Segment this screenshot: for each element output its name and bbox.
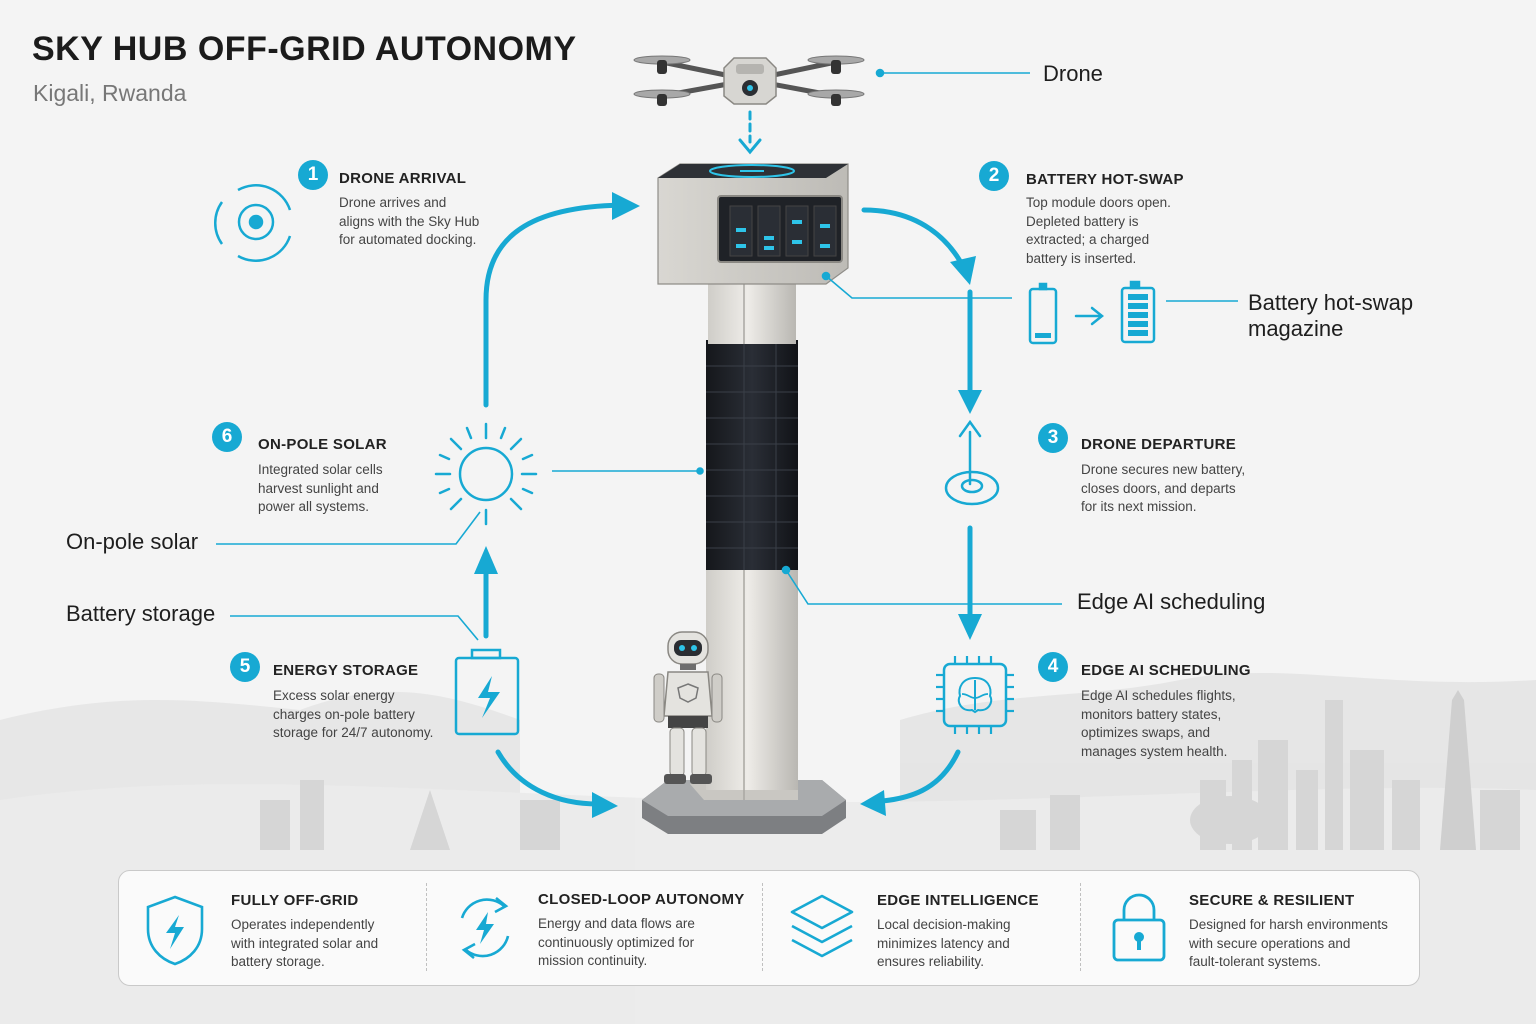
step-4-title: EDGE AI SCHEDULING xyxy=(1081,662,1251,679)
feature-3-line: minimizes latency and xyxy=(877,935,1010,951)
step-5-line: charges on-pole battery xyxy=(273,706,415,722)
feature-1-line: battery storage. xyxy=(231,954,325,969)
step-3-line: Drone secures new battery, xyxy=(1081,462,1246,477)
step-6-line: harvest sunlight and xyxy=(258,480,379,496)
step-5-badge: 5 xyxy=(230,652,260,682)
feature-3-line: Local decision-making xyxy=(877,917,1011,932)
callout-on-pole-solar: On-pole solar xyxy=(66,529,199,554)
step-1-line: for automated docking. xyxy=(339,232,477,247)
step-5-line: Excess solar energy xyxy=(273,688,395,703)
step-4-line: Edge AI schedules flights, xyxy=(1081,688,1236,703)
feature-3-title: EDGE INTELLIGENCE xyxy=(877,892,1039,909)
step-3-line: closes doors, and departs xyxy=(1081,480,1236,496)
step-3-badge: 3 xyxy=(1038,423,1068,453)
step-3-description: Drone secures new battery, closes doors,… xyxy=(1081,461,1245,517)
step-6-title: ON-POLE SOLAR xyxy=(258,436,387,453)
feature-3-description: Local decision-making minimizes latency … xyxy=(877,916,1011,972)
step-4-line: optimizes swaps, and xyxy=(1081,725,1211,740)
callout-magazine-line2: magazine xyxy=(1248,316,1344,341)
feature-1-title: FULLY OFF-GRID xyxy=(231,892,359,909)
feature-4-line: with secure operations and xyxy=(1189,935,1351,951)
step-4-line: monitors battery states, xyxy=(1081,706,1222,722)
step-1-badge: 1 xyxy=(298,160,328,190)
step-6-badge: 6 xyxy=(212,422,242,452)
step-1-description: Drone arrives and aligns with the Sky Hu… xyxy=(339,194,479,250)
feature-2-line: mission continuity. xyxy=(538,953,648,968)
feature-3-line: ensures reliability. xyxy=(877,954,985,969)
battery-storage-icon xyxy=(454,648,520,736)
callout-magazine: Battery hot-swap magazine xyxy=(1248,290,1413,342)
callout-drone: Drone xyxy=(1043,61,1103,86)
sky-hub-pole xyxy=(642,163,849,834)
feature-1-line: with integrated solar and xyxy=(231,935,379,951)
departure-pad-icon xyxy=(944,470,1000,506)
step-1-line: aligns with the Sky Hub xyxy=(339,213,480,229)
step-1-line: Drone arrives and xyxy=(339,195,447,210)
padlock-icon xyxy=(1112,893,1166,962)
leader-lines xyxy=(216,68,1238,641)
step-2-line: Depleted battery is xyxy=(1026,213,1139,229)
ai-chip-icon xyxy=(936,656,1014,734)
step-5-description: Excess solar energy charges on-pole batt… xyxy=(273,687,433,743)
step-2-badge: 2 xyxy=(979,161,1009,191)
step-3-title: DRONE DEPARTURE xyxy=(1081,436,1237,453)
feature-divider xyxy=(762,883,763,971)
charged-battery-icon xyxy=(1120,280,1156,344)
feature-4-description: Designed for harsh environments with sec… xyxy=(1189,916,1388,972)
shield-bolt-icon xyxy=(146,895,204,966)
callout-magazine-line1: Battery hot-swap xyxy=(1248,290,1414,315)
step-6-line: Integrated solar cells xyxy=(258,462,383,477)
location-subtitle: Kigali, Rwanda xyxy=(33,80,187,106)
feature-4-title: SECURE & RESILIENT xyxy=(1189,892,1355,909)
feature-2-title: CLOSED-LOOP AUTONOMY xyxy=(538,891,745,908)
step-5-title: ENERGY STORAGE xyxy=(273,662,419,679)
feature-2-description: Energy and data flows are continuously o… xyxy=(538,915,695,971)
step-4-badge: 4 xyxy=(1038,652,1068,682)
feature-4-line: Designed for harsh environments xyxy=(1189,917,1388,932)
step-2-line: extracted; a charged xyxy=(1026,232,1150,247)
feature-divider xyxy=(1080,883,1081,971)
feature-2-line: Energy and data flows are xyxy=(538,916,695,931)
step-6-line: power all systems. xyxy=(258,499,370,514)
feature-4-line: fault-tolerant systems. xyxy=(1189,954,1322,969)
humanoid-robot xyxy=(653,631,723,784)
step-4-line: manages system health. xyxy=(1081,743,1228,759)
step-6-description: Integrated solar cells harvest sunlight … xyxy=(258,461,383,517)
feature-1-line: Operates independently xyxy=(231,917,375,932)
layers-icon xyxy=(790,894,854,958)
drone xyxy=(633,55,865,106)
page-title: SKY HUB OFF-GRID AUTONOMY xyxy=(32,30,577,68)
step-2-line: Top module doors open. xyxy=(1026,195,1171,210)
step-4-description: Edge AI schedules flights, monitors batt… xyxy=(1081,687,1236,761)
feature-1-description: Operates independently with integrated s… xyxy=(231,916,378,972)
docking-target-icon xyxy=(214,184,292,262)
depleted-battery-icon xyxy=(1028,282,1058,345)
callout-edge-ai: Edge AI scheduling xyxy=(1077,589,1266,614)
cycle-bolt-icon xyxy=(460,896,510,960)
step-2-title: BATTERY HOT-SWAP xyxy=(1026,171,1184,188)
step-3-line: for its next mission. xyxy=(1081,499,1197,514)
step-5-line: storage for 24/7 autonomy. xyxy=(273,725,434,740)
city-skyline xyxy=(260,690,1520,850)
step-2-description: Top module doors open. Depleted battery … xyxy=(1026,194,1171,268)
step-2-line: battery is inserted. xyxy=(1026,250,1137,266)
sun-icon xyxy=(434,422,538,526)
feature-bar xyxy=(118,870,1420,986)
feature-divider xyxy=(426,883,427,971)
flow-arrows xyxy=(474,110,1105,818)
callout-battery-storage: Battery storage xyxy=(66,601,216,626)
feature-2-line: continuously optimized for xyxy=(538,934,695,950)
step-1-title: DRONE ARRIVAL xyxy=(339,170,467,187)
